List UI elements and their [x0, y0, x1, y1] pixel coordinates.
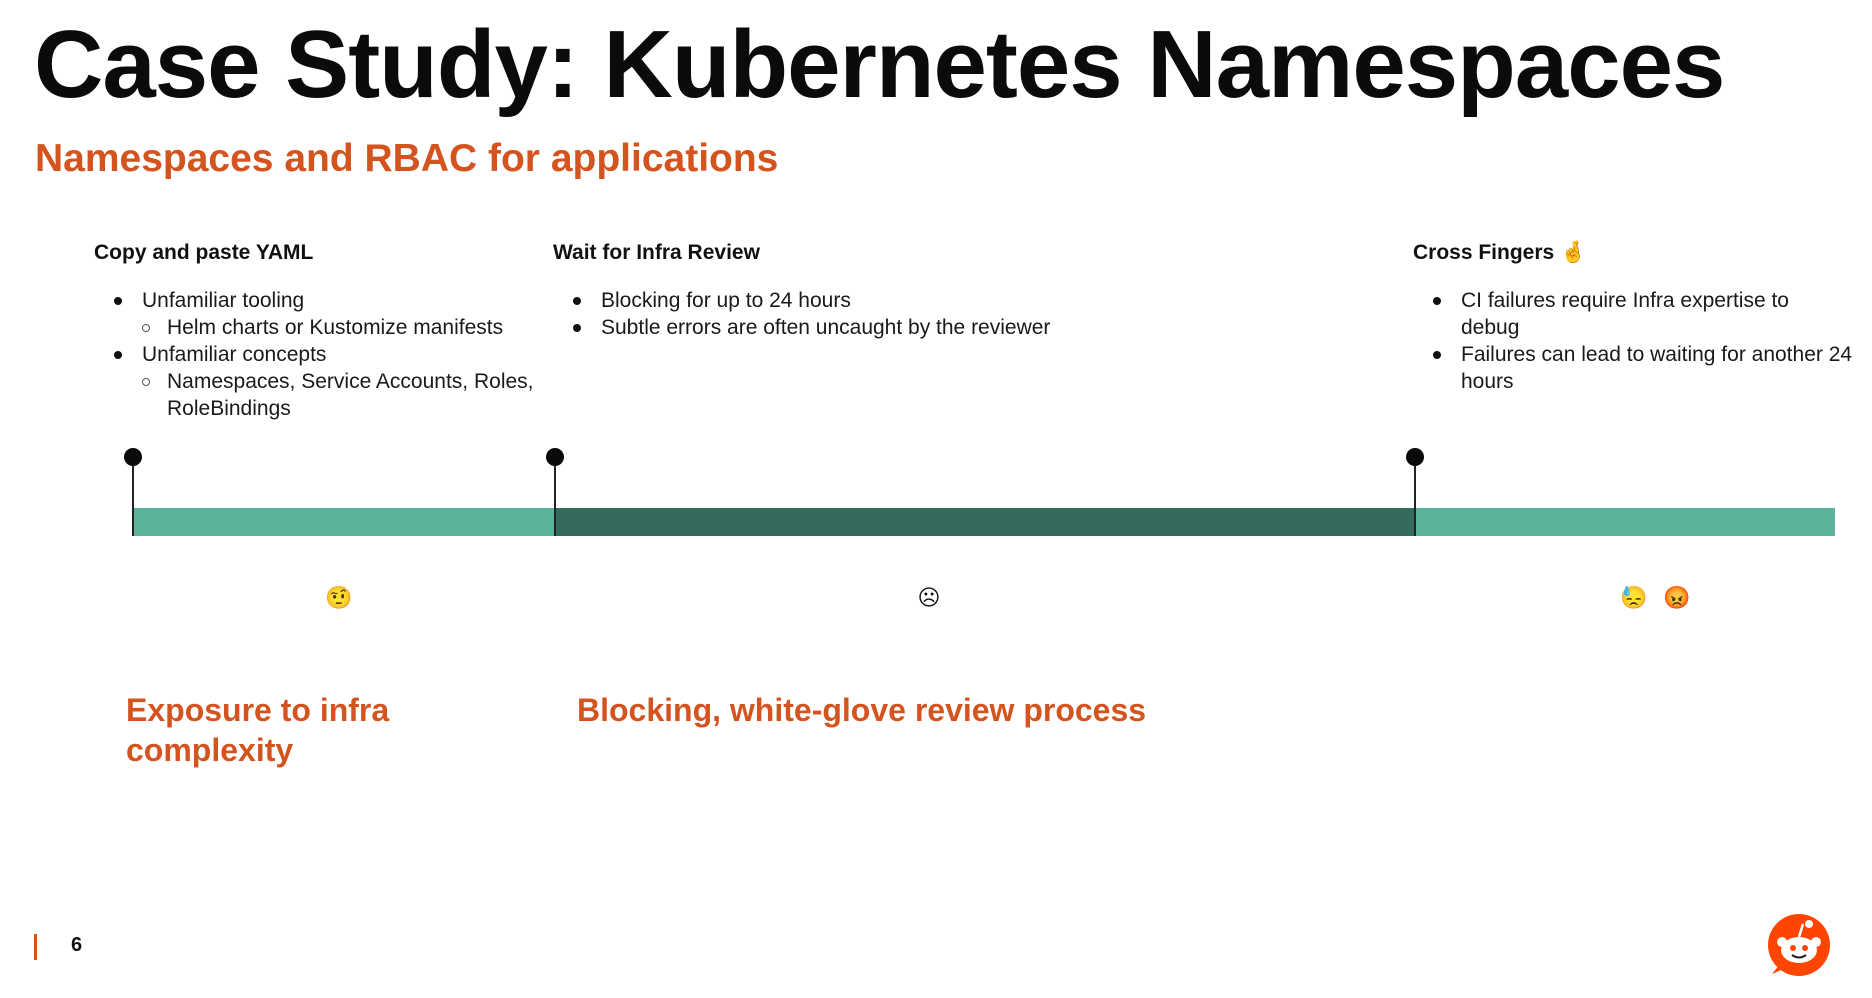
stage-3-title: Cross Fingers 🤞 [1413, 241, 1587, 264]
timeline-segment-3 [1415, 508, 1835, 536]
stage-column-3: Cross Fingers 🤞 CI failures require Infr… [1413, 240, 1853, 395]
frowning-face-icon: ☹ [917, 585, 941, 610]
callout-infra-complexity: Exposure to infra complexity [126, 692, 390, 768]
raised-eyebrow-face-icon: 🤨 [325, 585, 353, 610]
stage-2-title: Wait for Infra Review [553, 241, 760, 264]
reddit-snoo-icon [1766, 912, 1832, 978]
page-number-accent [34, 934, 37, 960]
milestone-2-stem [554, 458, 556, 536]
timeline-segment-2 [555, 508, 1415, 536]
list-item: Failures can lead to waiting for another… [1431, 341, 1872, 395]
stage-2-bullets: Blocking for up to 24 hours Subtle error… [571, 287, 1193, 341]
stage-column-1: Copy and paste YAML Unfamiliar tooling H… [94, 240, 554, 422]
page-number: 6 [71, 934, 83, 956]
downcast-sweat-face-icon: 😓 [1620, 585, 1648, 610]
milestone-1-stem [132, 458, 134, 536]
stage-3-bullets: CI failures require Infra expertise to d… [1431, 287, 1853, 395]
list-item: Unfamiliar tooling [112, 287, 554, 314]
milestone-2-dot [546, 448, 564, 466]
milestone-3-stem [1414, 458, 1416, 536]
callout-review-process: Blocking, white-glove review process [577, 692, 1147, 728]
milestone-1-dot [124, 448, 142, 466]
angry-face-icon: 😡 [1663, 585, 1691, 610]
stage-1-bullets: Unfamiliar tooling Helm charts or Kustom… [112, 287, 554, 422]
list-item: Blocking for up to 24 hours [571, 287, 1193, 314]
milestone-3-dot [1406, 448, 1424, 466]
slide-title: Case Study: Kubernetes Namespaces [34, 11, 1725, 118]
list-item: Unfamiliar concepts [112, 341, 554, 368]
timeline-segment-1 [132, 508, 555, 536]
list-item: Namespaces, Service Accounts, Roles, Rol… [112, 368, 547, 422]
stage-1-title: Copy and paste YAML [94, 241, 314, 264]
slide-subtitle: Namespaces and RBAC for applications [35, 137, 779, 180]
stage-column-2: Wait for Infra Review Blocking for up to… [553, 240, 1193, 341]
list-item: Subtle errors are often uncaught by the … [571, 314, 1193, 341]
list-item: CI failures require Infra expertise to d… [1431, 287, 1851, 341]
list-item: Helm charts or Kustomize manifests [112, 314, 554, 341]
